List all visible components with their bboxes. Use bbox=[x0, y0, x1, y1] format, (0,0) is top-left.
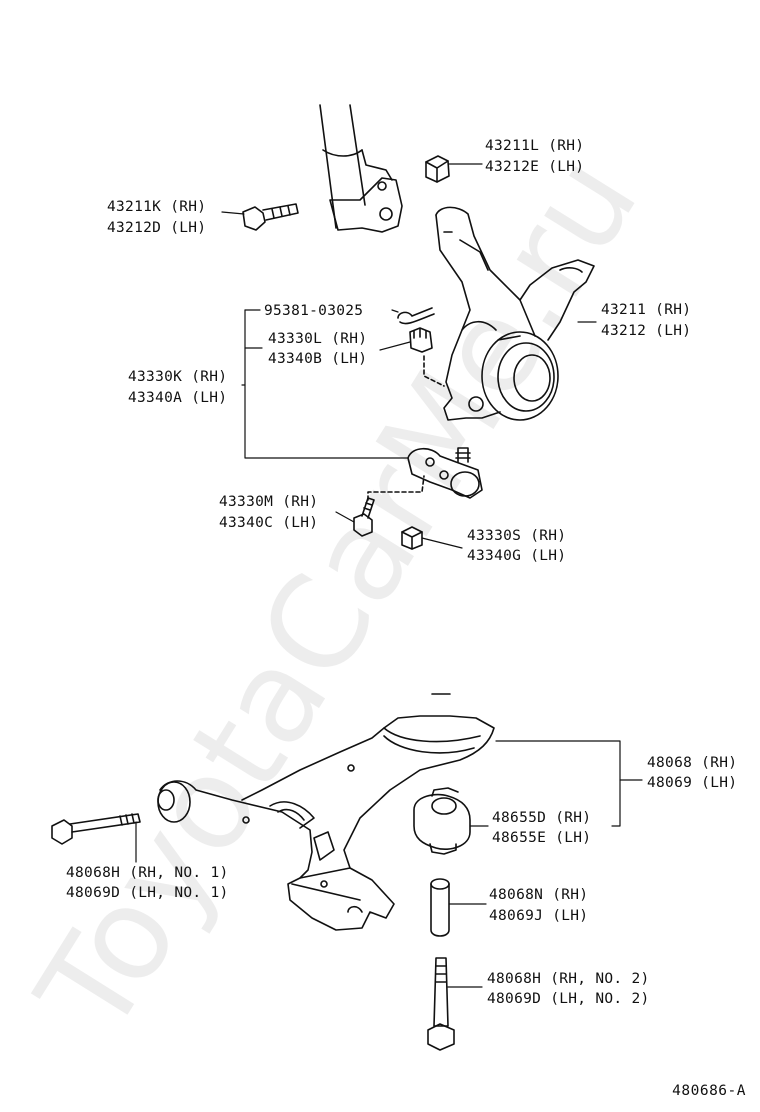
cotter-pin-drawing bbox=[398, 308, 434, 324]
ball-joint-nut-drawing bbox=[402, 527, 422, 549]
castle-nut-drawing bbox=[410, 328, 432, 352]
label-knuckle-rh: 43211 (RH) bbox=[601, 302, 692, 318]
label-ball-joint-assy-rh: 43330K (RH) bbox=[128, 369, 228, 385]
label-arm-bolt-no2-lh: 48069D (LH, NO. 2) bbox=[487, 991, 650, 1007]
arm-bolt-no1-drawing bbox=[52, 814, 140, 844]
label-castle-nut-rh: 43330L (RH) bbox=[268, 331, 368, 347]
label-bushing-lh: 48655E (LH) bbox=[492, 830, 592, 846]
label-arm-bolt-no2-rh: 48068H (RH, NO. 2) bbox=[487, 971, 650, 987]
label-collar-rh: 48068N (RH) bbox=[489, 887, 589, 903]
label-arm-bolt-no1-rh: 48068H (RH, NO. 1) bbox=[66, 865, 229, 881]
label-strut-bolt-lh: 43212D (LH) bbox=[107, 220, 207, 236]
label-ball-joint-bolt-lh: 43340C (LH) bbox=[219, 515, 319, 531]
label-ball-joint-bolt-rh: 43330M (RH) bbox=[219, 494, 319, 510]
strut-bracket-drawing bbox=[320, 105, 402, 232]
arm-bolt-no2-drawing bbox=[428, 958, 454, 1050]
ball-joint-bolt-drawing bbox=[354, 498, 374, 536]
lower-arm-drawing bbox=[158, 694, 494, 930]
label-upper-nut-lh: 43212E (LH) bbox=[485, 159, 585, 175]
label-strut-bolt-rh: 43211K (RH) bbox=[107, 199, 207, 215]
bushing-drawing bbox=[414, 788, 470, 854]
ball-joint-drawing bbox=[408, 448, 482, 498]
label-ball-joint-assy-lh: 43340A (LH) bbox=[128, 390, 228, 406]
install-dashed-lines bbox=[368, 356, 444, 500]
label-castle-nut-lh: 43340B (LH) bbox=[268, 351, 368, 367]
upper-nut-drawing bbox=[426, 156, 449, 182]
label-cotter-pin: 95381-03025 bbox=[264, 303, 364, 319]
label-arm-bolt-no1-lh: 48069D (LH, NO. 1) bbox=[66, 885, 229, 901]
steering-knuckle-drawing bbox=[436, 207, 594, 420]
label-ball-joint-nut-lh: 43340G (LH) bbox=[467, 548, 567, 564]
label-lower-arm-rh: 48068 (RH) bbox=[647, 755, 738, 771]
leader-lines bbox=[136, 164, 642, 987]
label-knuckle-lh: 43212 (LH) bbox=[601, 323, 692, 339]
strut-bolt-drawing bbox=[243, 204, 298, 230]
diagram-code: 480686-A bbox=[672, 1083, 746, 1099]
label-collar-lh: 48069J (LH) bbox=[489, 908, 589, 924]
label-lower-arm-lh: 48069 (LH) bbox=[647, 775, 738, 791]
label-bushing-rh: 48655D (RH) bbox=[492, 810, 592, 826]
label-upper-nut-rh: 43211L (RH) bbox=[485, 138, 585, 154]
collar-drawing bbox=[431, 879, 449, 936]
label-ball-joint-nut-rh: 43330S (RH) bbox=[467, 528, 567, 544]
